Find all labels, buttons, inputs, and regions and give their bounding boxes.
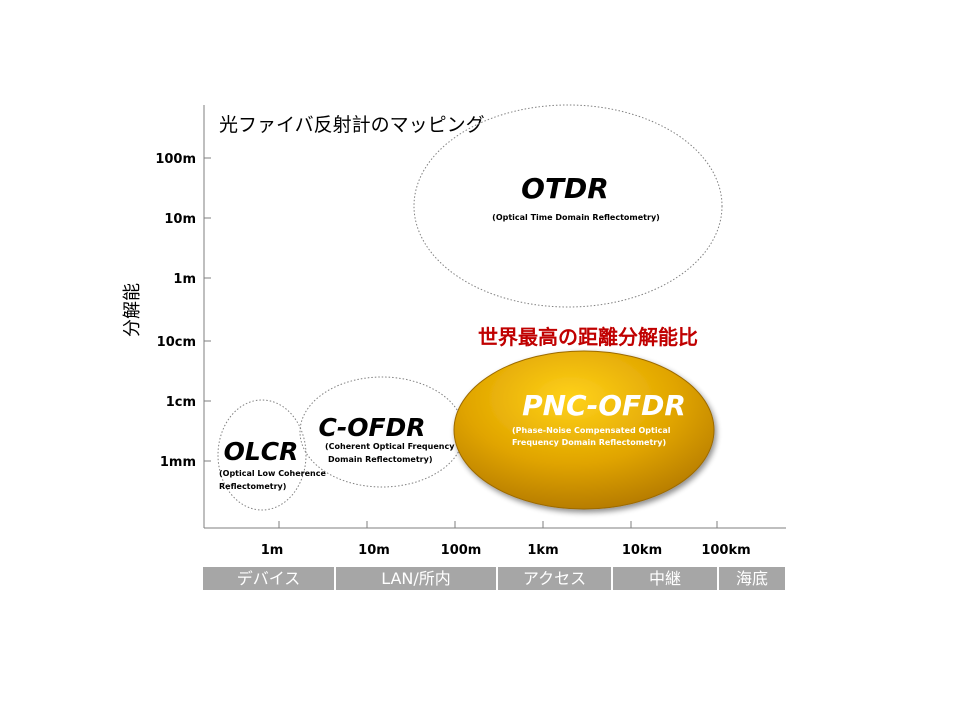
- olcr-description: (Optical Low Coherence: [219, 469, 326, 478]
- category-band-device: デバイス: [203, 567, 334, 590]
- y-tick-labels: 100m 10m 1m 10cm 1cm 1mm: [155, 152, 196, 470]
- cofdr-description: Domain Reflectometry): [328, 455, 433, 464]
- cofdr-label: C-OFDR: [318, 413, 425, 442]
- y-tick-label: 1cm: [166, 395, 196, 410]
- pnc-ofdr-description: (Phase-Noise Compensated Optical: [512, 426, 671, 435]
- otdr-label: OTDR: [521, 172, 609, 205]
- pnc-ofdr-description: Frequency Domain Reflectometry): [512, 438, 666, 447]
- y-ticks: [204, 157, 211, 462]
- x-tick-label: 1km: [527, 543, 558, 558]
- pnc-ofdr-label: PNC-OFDR: [522, 389, 686, 422]
- otdr-region: [413, 104, 723, 308]
- x-ticks: [278, 521, 718, 528]
- y-axis-title: 分解能: [122, 283, 143, 337]
- category-band-access: アクセス: [498, 567, 611, 590]
- y-tick-label: 1m: [173, 272, 196, 287]
- y-tick-label: 1mm: [160, 455, 196, 470]
- x-tick-label: 10km: [622, 543, 662, 558]
- category-band-submarine: 海底: [719, 567, 785, 590]
- pnc-ofdr-region: [453, 350, 715, 510]
- olcr-region: [217, 399, 307, 511]
- x-tick-label: 1m: [261, 543, 284, 558]
- chart-title: 光ファイバ反射計のマッピング: [219, 114, 485, 136]
- x-tick-label: 10m: [358, 543, 390, 558]
- category-band-relay: 中継: [613, 567, 717, 590]
- category-band-lan: LAN/所内: [336, 567, 496, 590]
- highlight-text: 世界最高の距離分解能比: [478, 325, 698, 349]
- x-tick-labels: 1m 10m 100m 1km 10km 100km: [261, 543, 751, 558]
- olcr-description: Reflectometry): [219, 482, 286, 491]
- otdr-description: (Optical Time Domain Reflectometry): [492, 213, 660, 222]
- cofdr-description: (Coherent Optical Frequency: [325, 442, 455, 451]
- x-tick-label: 100km: [701, 543, 750, 558]
- y-tick-label: 10m: [164, 212, 196, 227]
- olcr-label: OLCR: [224, 437, 299, 466]
- y-tick-label: 100m: [155, 152, 196, 167]
- x-tick-label: 100m: [441, 543, 482, 558]
- y-tick-label: 10cm: [157, 335, 196, 350]
